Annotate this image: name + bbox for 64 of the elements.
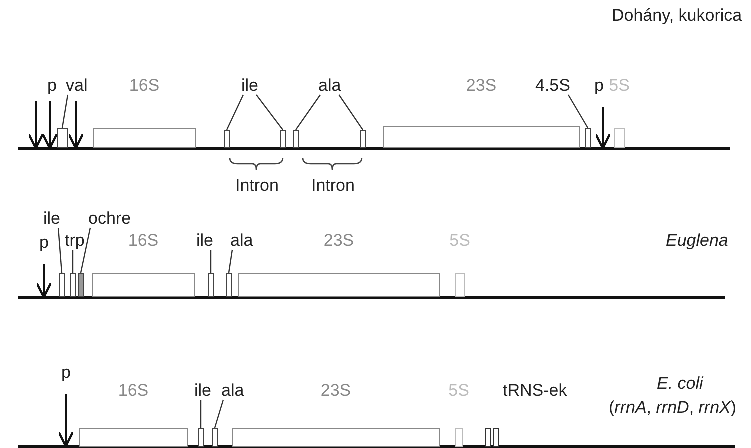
gene-box — [280, 130, 286, 148]
gene-label: 16S — [129, 76, 160, 95]
gene-label: 5S — [609, 76, 630, 95]
gene-box — [70, 273, 76, 297]
gene-label: p — [594, 76, 604, 95]
gene-label: p — [48, 76, 57, 95]
gene-label: 23S — [466, 76, 497, 95]
gene-label: ala — [318, 76, 342, 95]
gene-label: ala — [230, 231, 254, 250]
arrow — [28, 101, 44, 150]
gene-box — [293, 130, 299, 148]
arrow — [42, 101, 58, 150]
gene-label: tRNS-ek — [503, 381, 568, 400]
gene-label: ile — [44, 209, 61, 228]
leader-line — [214, 400, 224, 428]
gene-label: 5S — [448, 381, 470, 400]
species-label: Euglena — [666, 231, 728, 250]
gene-box — [226, 273, 232, 297]
leader-line — [200, 400, 202, 428]
gene-box — [212, 428, 218, 447]
leader-line — [226, 94, 244, 130]
arrow — [36, 264, 52, 299]
arrow — [58, 394, 74, 448]
dna-strand — [18, 296, 725, 298]
gene-box — [224, 130, 230, 148]
leader-line — [210, 250, 212, 273]
intron-label: Intron — [236, 176, 279, 195]
arrow — [68, 101, 84, 150]
gene-label: trp — [65, 231, 85, 250]
gene-box — [360, 130, 366, 148]
gene-label: 23S — [320, 381, 352, 400]
arrow — [594, 107, 612, 150]
gene-label: 5S — [450, 231, 470, 250]
gene-label: val — [66, 76, 88, 95]
leader-line — [228, 250, 234, 274]
gene-label: ochre — [88, 209, 132, 228]
gene-box — [198, 428, 204, 447]
gene-box — [78, 273, 84, 297]
leader-line — [80, 228, 92, 274]
gene-box — [59, 273, 65, 297]
gene-label: p — [62, 363, 71, 382]
leader-line — [72, 250, 74, 273]
gene-label: p — [40, 233, 49, 252]
gene-label: ile — [194, 381, 212, 400]
dna-strand — [18, 147, 730, 150]
species-label: E. coli — [657, 374, 704, 393]
gene-label: ala — [222, 381, 244, 400]
gene-label: 16S — [128, 231, 159, 250]
gene-box — [57, 128, 68, 148]
leader-line — [62, 94, 69, 128]
gene-label: 23S — [324, 231, 354, 250]
species-label: Dohány, kukorica — [612, 6, 742, 25]
leader-line — [58, 228, 63, 274]
leader-line — [296, 94, 321, 130]
gene-label: ile — [196, 231, 214, 250]
gene-label: 4.5S — [536, 76, 570, 95]
gene-label: ile — [242, 76, 259, 95]
gene-box — [208, 273, 214, 297]
leader-line — [256, 94, 284, 130]
gene-label: 16S — [118, 381, 149, 400]
leader-line — [568, 94, 589, 128]
intron-label: Intron — [312, 176, 355, 195]
gene-box — [585, 128, 591, 148]
strain-label: (rrnA, rrnD, rrnX) — [609, 398, 737, 417]
